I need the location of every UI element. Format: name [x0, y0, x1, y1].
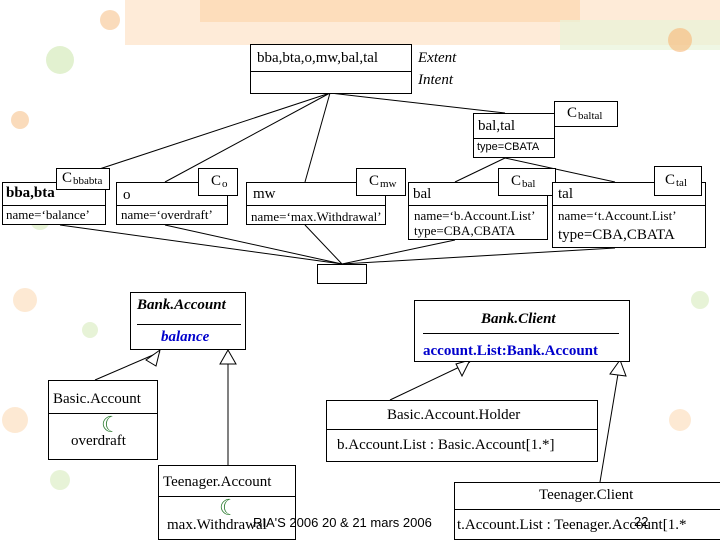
class-name: Teenager.Account [163, 474, 272, 490]
moon-icon: ☾ [101, 412, 121, 437]
concept-badge-mw: C mw [356, 168, 406, 196]
lattice-node-attribute: name=‘overdraft’ [121, 207, 213, 222]
class-teenager-account: Teenager.Account ☾ max.Withdrawal [158, 465, 296, 540]
class-attribute: b.Account.List : Basic.Account[1.*] [337, 437, 555, 453]
class-basic-account: Basic.Account ☾ overdraft [48, 380, 158, 460]
lattice-bottom-node [317, 264, 367, 284]
concept-subscript: o [222, 178, 228, 190]
concept-subscript: bal [522, 178, 536, 190]
lattice-node-attribute: type=CBATA [477, 141, 540, 153]
lattice-node-label: tal [558, 186, 573, 202]
concept-letter: C [665, 172, 676, 188]
extent-label: Extent [418, 50, 457, 66]
lattice-node-label: bal,tal [478, 118, 516, 134]
class-name: Bank.Client [481, 311, 556, 327]
footer-text: RIA'S 2006 20 & 21 mars 2006 [253, 515, 432, 530]
class-basic-account-holder: Basic.Account.Holder b.Account.List : Ba… [326, 400, 598, 462]
class-attribute: max.Withdrawal [167, 517, 267, 533]
class-attribute: overdraft [71, 433, 126, 449]
lattice-node-attribute: name=‘b.Account.List’ [414, 208, 536, 223]
class-name: Teenager.Client [539, 487, 634, 503]
concept-badge-bbabta: C bbabta [56, 168, 110, 190]
lattice-node-attribute: name=‘max.Withdrawal’ [251, 209, 382, 224]
concept-letter: C [369, 173, 380, 189]
lattice-top-label: bba,bta,o,mw,bal,tal [257, 50, 379, 66]
class-attribute: account.List:Bank.Account [423, 343, 599, 359]
lattice-top-node: bba,bta,o,mw,bal,tal [250, 44, 412, 94]
intent-label: Intent [418, 72, 453, 88]
concept-subscript: mw [380, 178, 397, 190]
concept-letter: C [567, 105, 578, 121]
class-bank-client: Bank.Client account.List:Bank.Account [414, 300, 630, 362]
concept-letter: C [62, 170, 73, 186]
lattice-node-attribute-2: type=CBA,CBATA [558, 227, 675, 243]
moon-icon: ☾ [219, 495, 239, 520]
concept-subscript: tal [676, 177, 687, 189]
lattice-node-label: bal [413, 186, 432, 202]
concept-letter: C [211, 173, 222, 189]
lattice-node-bal: bal name=‘b.Account.List’ type=CBA,CBATA [408, 182, 548, 240]
lattice-node-label: bba,bta [6, 185, 55, 201]
class-name: Basic.Account [53, 391, 141, 407]
class-name: Bank.Account [137, 297, 226, 313]
class-attribute: t.Account.List : Teenager.Account[1.* [457, 517, 687, 533]
lattice-node-baltal: bal,tal type=CBATA [473, 113, 555, 158]
lattice-node-label: mw [253, 186, 276, 202]
concept-letter: C [511, 173, 522, 189]
class-name: Basic.Account.Holder [387, 407, 521, 423]
concept-badge-bal: C bal [498, 168, 556, 196]
concept-badge-baltal: C baltal [554, 101, 618, 127]
lattice-node-attribute: name=‘t.Account.List’ [558, 208, 677, 223]
concept-subscript: bbabta [73, 175, 103, 187]
lattice-node-attribute: name=‘balance’ [6, 207, 90, 222]
concept-badge-tal: C tal [654, 166, 702, 196]
class-bank-account: Bank.Account balance [130, 292, 246, 350]
class-teenager-client: Teenager.Client t.Account.List : Teenage… [454, 482, 720, 540]
lattice-node-attribute-2: type=CBA,CBATA [414, 223, 516, 238]
concept-subscript: baltal [578, 110, 603, 122]
class-attribute: balance [161, 329, 210, 345]
lattice-node-label: o [123, 187, 131, 203]
page-number: 22 [634, 514, 649, 529]
concept-badge-o: C o [198, 168, 238, 196]
